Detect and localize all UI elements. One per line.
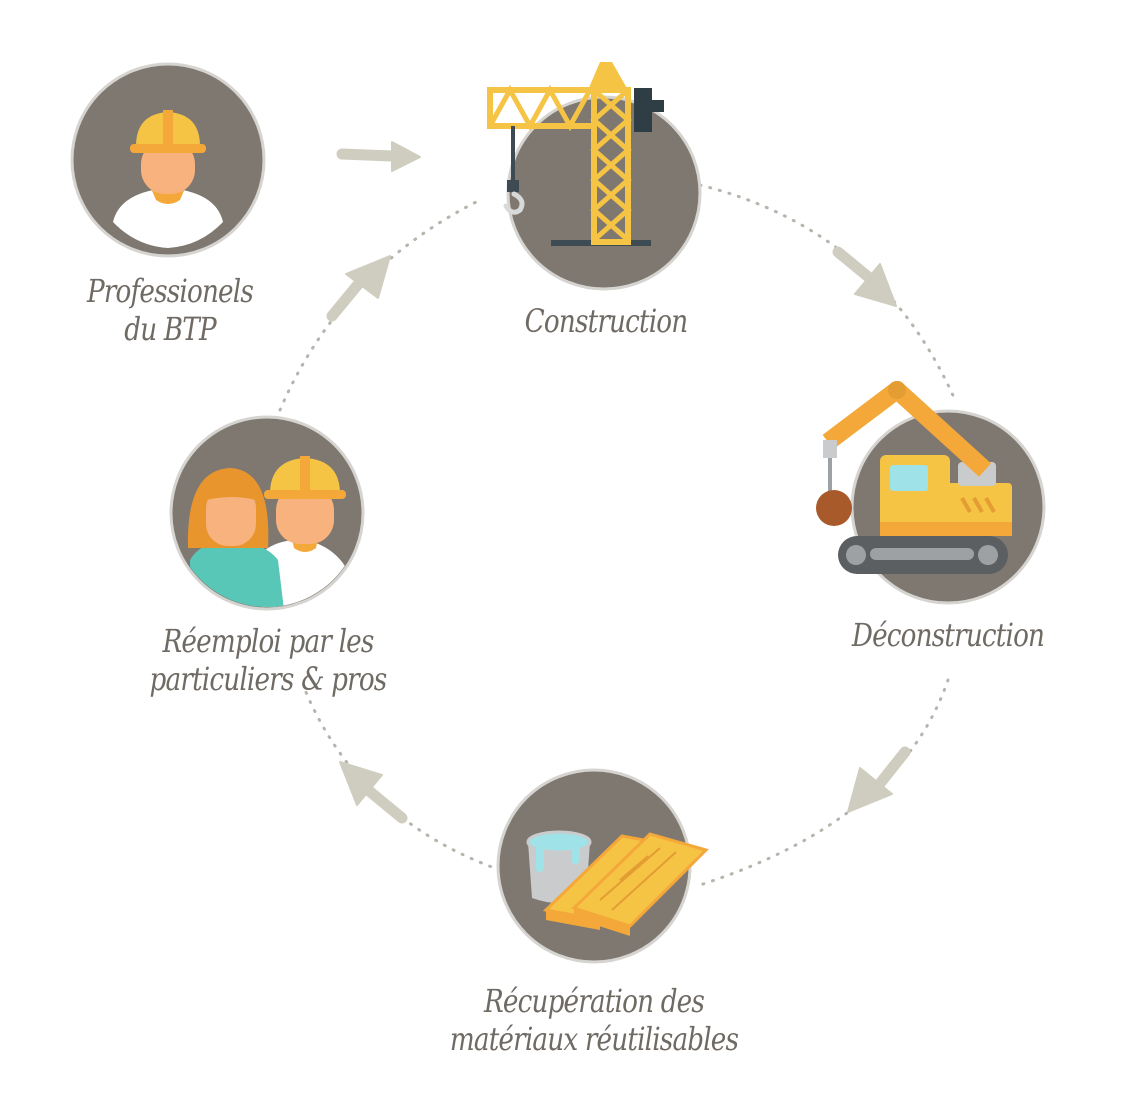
node-reuse xyxy=(169,415,365,611)
demolition-excavator-icon xyxy=(816,381,1012,574)
label-recuperation: Récupération des matériaux réutilisables xyxy=(446,982,741,1058)
label-reuse-line2: particuliers & pros xyxy=(149,660,388,698)
label-recuperation-line1: Récupération des xyxy=(483,982,705,1020)
arrow-to-recuperation xyxy=(847,746,911,813)
label-reuse-line1: Réemploi par les xyxy=(162,622,374,660)
label-professionals: Professionels du BTP xyxy=(63,272,276,348)
worker-helmet-icon xyxy=(113,110,223,248)
label-deconstruction: Déconstruction xyxy=(841,616,1054,654)
node-deconstruction xyxy=(816,381,1046,605)
label-deconstruction-line1: Déconstruction xyxy=(851,616,1045,654)
paint-bucket-planks-icon xyxy=(526,830,709,936)
label-construction-line1: Construction xyxy=(524,302,689,340)
node-professionals xyxy=(70,62,266,258)
node-recuperation xyxy=(496,768,709,964)
arrow-to-construction xyxy=(336,141,421,172)
label-recuperation-line2: matériaux réutilisables xyxy=(449,1020,739,1058)
label-professionals-line2: du BTP xyxy=(124,310,216,348)
node-construction xyxy=(487,62,702,291)
couple-worker-icon xyxy=(187,456,352,607)
arrow-from-reuse xyxy=(326,255,391,322)
label-construction: Construction xyxy=(499,302,712,340)
arrow-to-deconstruction xyxy=(832,246,897,307)
arrow-to-reuse xyxy=(339,761,408,824)
cycle-arrows xyxy=(326,141,911,824)
label-reuse: Réemploi par les particuliers & pros xyxy=(145,622,391,698)
tower-crane-icon xyxy=(487,62,664,246)
label-professionals-line1: Professionels xyxy=(87,272,254,310)
